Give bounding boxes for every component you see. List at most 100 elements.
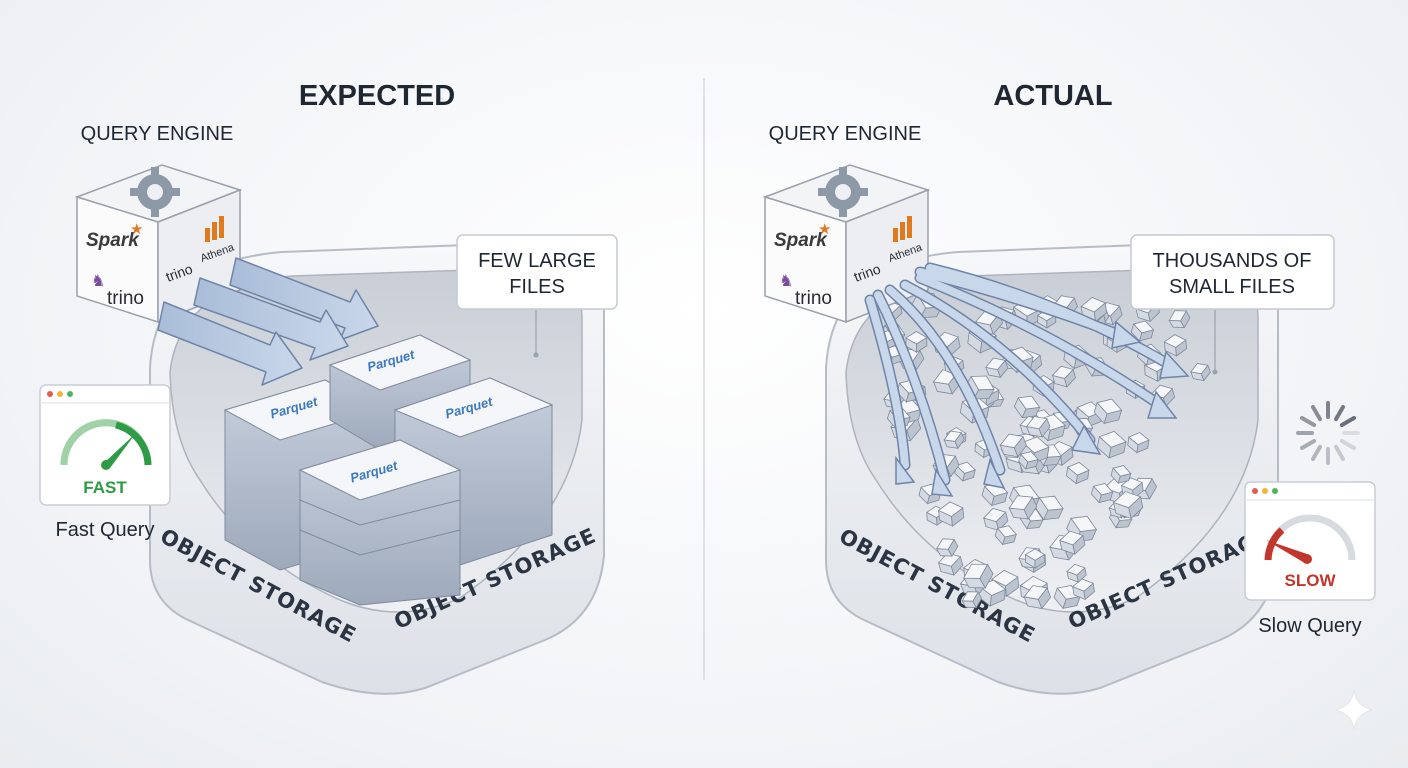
slow-gauge-text: SLOW: [1285, 571, 1337, 590]
spark-star-icon: ★: [818, 221, 831, 238]
callout-line-1: FEW LARGE: [478, 250, 596, 272]
small-file-cube: [936, 538, 959, 558]
arrow-head: [983, 457, 1006, 490]
small-file-cube: [1013, 395, 1041, 419]
small-file-cube: [1066, 563, 1087, 583]
query-engine-label: QUERY ENGINE: [81, 123, 234, 145]
flow-arrow: [866, 296, 909, 469]
small-file-cube: [905, 331, 928, 353]
trino-logo: trino: [795, 288, 832, 309]
small-file-cube: [999, 433, 1027, 458]
spinner-tick: [1339, 416, 1356, 427]
window-close-dot: [47, 391, 53, 397]
spark-logo: Spark: [774, 230, 828, 251]
small-file-cube: [1127, 432, 1150, 454]
small-file-cube: [943, 430, 965, 450]
callout-line-2: SMALL FILES: [1169, 276, 1295, 298]
small-file-cube: [961, 591, 983, 609]
arrow-head: [895, 455, 916, 485]
fast-query-caption: Fast Query: [56, 519, 155, 541]
small-file-cube: [1110, 465, 1132, 485]
spinner-tick: [1334, 444, 1345, 461]
small-file-cube: [1025, 416, 1051, 438]
window-close-dot: [1252, 488, 1258, 494]
slow-query-caption: Slow Query: [1258, 615, 1361, 637]
spinner-tick: [1311, 444, 1322, 461]
arrow-head: [1159, 350, 1190, 379]
data-flow-arrows: [157, 257, 379, 386]
flow-arrow: [916, 268, 1124, 339]
flow-arrow: [901, 281, 1094, 444]
small-file-cube: [1023, 585, 1052, 610]
small-file-cube: [1051, 365, 1076, 388]
small-file-cube: [1008, 495, 1038, 520]
callout-line-2: FILES: [509, 276, 565, 298]
slow-query-gauge-window: SLOW: [1244, 481, 1376, 601]
flow-arrow: [193, 277, 349, 361]
gauge-needle: [1266, 540, 1307, 562]
arrow-head: [1070, 424, 1102, 455]
query-engine-label: QUERY ENGINE: [769, 123, 922, 145]
fast-query-gauge-window: FAST: [39, 384, 171, 506]
expected-heading: EXPECTED: [299, 80, 455, 112]
spinner-tick: [1300, 439, 1317, 450]
gear-icon: [818, 167, 868, 217]
small-file-cube: [937, 552, 964, 576]
small-file-cube: [965, 375, 995, 400]
flow-arrow: [229, 257, 379, 341]
small-file-cube: [1053, 585, 1081, 610]
actual-heading: ACTUAL: [993, 80, 1112, 112]
window-min-dot: [57, 391, 63, 397]
small-file-cube: [1090, 483, 1114, 504]
query-engine-cube: Spark ★ trino ♞ trino Athena: [74, 164, 243, 324]
small-file-cube: [1018, 451, 1039, 470]
small-file-cube: [1066, 461, 1090, 485]
window-max-dot: [1272, 488, 1278, 494]
small-file-cube: [1059, 530, 1086, 555]
small-file-cube: [1096, 430, 1127, 459]
loading-spinner-icon: [1296, 401, 1360, 465]
small-file-cube: [1024, 548, 1046, 569]
small-file-cube: [1093, 398, 1123, 425]
flow-arrow: [886, 286, 1004, 474]
small-file-cube: [994, 525, 1018, 546]
trino-logo: trino: [107, 288, 144, 309]
arrow-head: [1146, 390, 1178, 419]
small-file-cube: [1034, 495, 1064, 521]
expected-panel: EXPECTED QUERY ENGINE OBJECT STORAGE OBJ…: [39, 80, 618, 695]
query-engine-cube: Spark ★ trino ♞ trino Athena: [762, 164, 931, 324]
fanned-flow-arrows: [864, 262, 1190, 497]
spark-logo: Spark: [86, 230, 140, 251]
spark-star-icon: ★: [130, 221, 143, 238]
small-file-cube: [937, 501, 965, 527]
flow-arrow: [916, 274, 1164, 409]
spinner-tick: [1311, 405, 1322, 422]
flow-arrow: [874, 291, 949, 484]
window-min-dot: [1262, 488, 1268, 494]
small-file-cube: [954, 461, 977, 482]
trino-bunny-icon: ♞: [779, 273, 793, 290]
small-file-cube: [1190, 363, 1211, 382]
small-file-cube: [1071, 578, 1095, 601]
few-large-files-callout: FEW LARGE FILES: [456, 234, 618, 358]
spinner-tick: [1300, 416, 1317, 427]
athena-icon: [205, 216, 224, 242]
athena-icon: [893, 216, 912, 242]
window-max-dot: [67, 391, 73, 397]
small-file-cube: [1168, 310, 1191, 329]
spinner-tick: [1334, 405, 1345, 422]
parquet-stack: Parquet: [298, 439, 462, 606]
fast-gauge-text: FAST: [83, 478, 127, 497]
flow-arrow: [157, 301, 303, 386]
spinner-tick: [1339, 439, 1356, 450]
small-file-cube: [1112, 491, 1144, 520]
small-file-cube: [985, 357, 1009, 379]
parquet-file-stacks: Parquet Parquet Parquet: [223, 334, 554, 606]
gauge-needle: [104, 433, 136, 468]
arrow-head: [1111, 320, 1142, 349]
small-file-cube: [963, 563, 994, 589]
arrow-head: [931, 467, 954, 497]
sparkle-icon: [1335, 689, 1373, 731]
thousands-small-files-callout: THOUSANDS OF SMALL FILES: [1130, 234, 1335, 375]
